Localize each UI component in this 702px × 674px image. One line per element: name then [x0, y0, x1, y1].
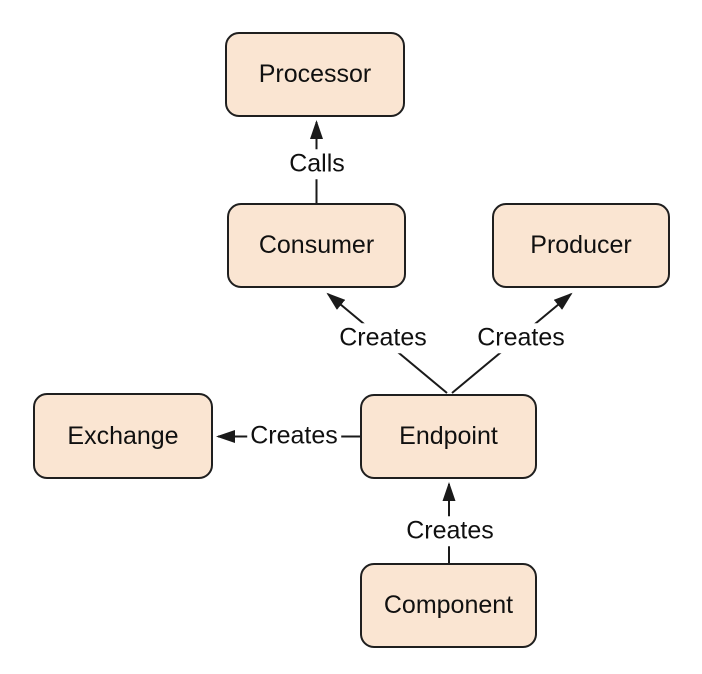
node-producer-label: Producer — [530, 231, 632, 259]
node-processor: Processor — [225, 32, 405, 117]
node-exchange: Exchange — [33, 393, 213, 479]
edge-label-calls: Calls — [286, 149, 348, 179]
node-producer: Producer — [492, 203, 670, 288]
node-consumer: Consumer — [227, 203, 406, 288]
node-exchange-label: Exchange — [67, 421, 179, 450]
node-component: Component — [360, 563, 537, 648]
node-endpoint-label: Endpoint — [399, 422, 498, 450]
node-consumer-label: Consumer — [258, 231, 375, 259]
edge-label-creates-exchange: Creates — [247, 421, 341, 451]
node-processor-label: Processor — [258, 60, 372, 88]
node-endpoint: Endpoint — [360, 394, 537, 479]
edge-label-creates-producer: Creates — [474, 323, 568, 353]
edge-label-creates-endpoint: Creates — [403, 516, 497, 546]
node-component-label: Component — [383, 591, 514, 619]
edge-label-creates-consumer: Creates — [336, 323, 430, 353]
